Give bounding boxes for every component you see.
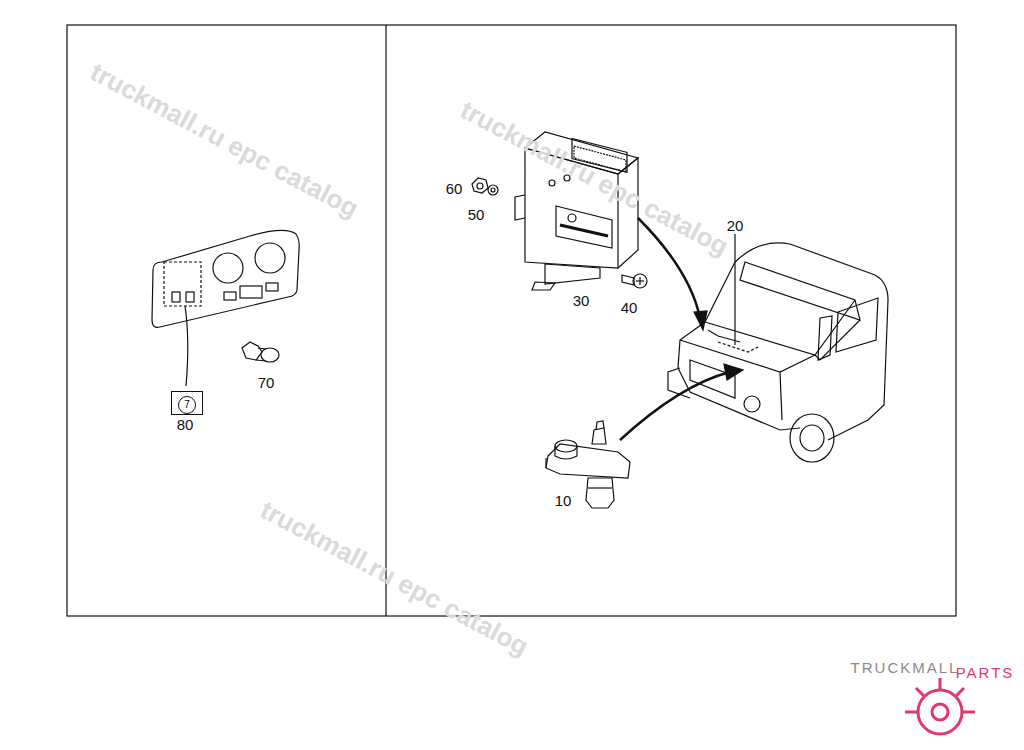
arrowhead	[724, 364, 743, 380]
leader-line	[185, 306, 188, 386]
logo-gear	[905, 678, 975, 734]
callout-number: 30	[573, 293, 590, 308]
callout-number: 80	[177, 417, 194, 432]
symbol-box: 7	[171, 391, 203, 415]
watermark: truckmall.ru epc catalog	[257, 496, 533, 659]
bulb-socket	[242, 342, 279, 362]
leader-arrow	[620, 372, 730, 440]
circled-symbol: 7	[178, 396, 196, 414]
logo-text: TRUCKMALL	[851, 660, 960, 675]
callout-number: 70	[258, 375, 275, 390]
screw	[622, 274, 647, 288]
washer	[488, 185, 498, 195]
panel-divider	[385, 25, 386, 616]
frame	[67, 25, 956, 616]
truck	[668, 243, 888, 462]
callout-number: 20	[727, 218, 744, 233]
pressure-sensor	[546, 421, 630, 508]
arrowhead	[694, 311, 707, 330]
callout-number: 50	[468, 207, 485, 222]
logo-text: PARTS	[956, 665, 1015, 680]
callout-number: 40	[621, 300, 638, 315]
watermark: truckmall.ru epc catalog	[457, 96, 733, 259]
watermark: truckmall.ru epc catalog	[87, 58, 363, 221]
callout-number: 60	[446, 181, 463, 196]
leader-line	[734, 234, 735, 345]
instrument-cluster	[152, 230, 299, 327]
nut	[472, 178, 488, 193]
callout-number: 10	[555, 493, 572, 508]
